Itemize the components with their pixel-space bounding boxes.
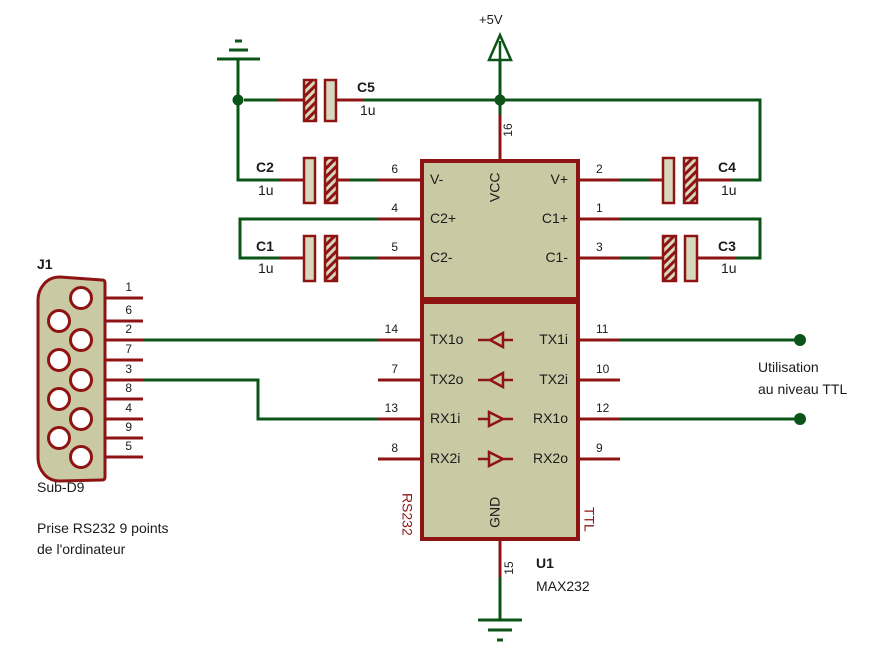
cap-ref-c5: C5	[357, 79, 375, 95]
ic-pin-name: V-	[430, 171, 444, 187]
ic-pin-number-15: 15	[502, 561, 516, 575]
ic-pin-name: V+	[550, 171, 568, 187]
ic-right-pin-stubs[interactable]	[578, 178, 620, 461]
ic-pin-number: 13	[384, 401, 398, 415]
ic-side-label-ttl: TTL	[581, 506, 598, 532]
ic-pin-number: 1	[596, 201, 603, 215]
ttl-terminal-dot[interactable]	[794, 334, 806, 346]
capacitor-c1[interactable]	[302, 234, 339, 283]
j1-pin-number: 1	[125, 280, 132, 294]
pin-stubs[interactable]	[69, 98, 735, 577]
j1-pin-number: 5	[125, 439, 132, 453]
j1-pin-number: 2	[125, 322, 132, 336]
connector-caption-line2: de l'ordinateur	[37, 541, 126, 557]
j1-pin-number: 7	[125, 342, 132, 356]
cap-ref-c4: C4	[718, 159, 736, 175]
cap-value-c1: 1u	[258, 260, 274, 276]
ic-pin-number: 8	[391, 441, 398, 455]
ic-side-label-rs232: RS232	[399, 492, 416, 536]
j1-pin-number: 3	[125, 362, 132, 376]
ic-pin-name: TX1i	[539, 331, 568, 347]
ic-pin-name: C1-	[545, 249, 568, 265]
junction-dot	[494, 94, 506, 106]
wire-j1pin3-to-rx1i[interactable]	[143, 378, 378, 421]
ic-pin-number: 4	[391, 201, 398, 215]
connector-caption-line1: Prise RS232 9 points	[37, 520, 169, 536]
cap-value-c5: 1u	[360, 102, 376, 118]
ic-pin-number: 12	[596, 401, 610, 415]
cap-value-c4: 1u	[721, 182, 737, 198]
terminal-dots[interactable]	[794, 334, 806, 425]
plus5v-label: +5V	[479, 12, 503, 27]
junction-dot	[232, 94, 244, 106]
ic-pin-number: 11	[596, 322, 609, 336]
capacitor-c5[interactable]	[302, 78, 338, 123]
wires[interactable]	[143, 41, 800, 620]
junction-dots	[232, 94, 506, 106]
connector-name: Sub-D9	[37, 479, 85, 495]
cap-ref-c1: C1	[256, 238, 274, 254]
ic-pin-name-gnd: GND	[486, 496, 503, 528]
ic-pin-name: RX2o	[532, 450, 568, 466]
j1-pin-number: 8	[125, 381, 132, 395]
ic-pin-name: C1+	[541, 210, 568, 226]
capacitor-c2[interactable]	[302, 156, 339, 205]
dsub9-connector[interactable]	[36, 275, 107, 483]
tx-buffer-icons	[478, 330, 513, 390]
cap-value-c2: 1u	[258, 182, 274, 198]
ic-pin-number: 9	[596, 441, 603, 455]
ic-pin-number: 10	[596, 362, 610, 376]
ic-pin-number: 6	[391, 162, 398, 176]
ic-pin-name: TX2o	[430, 371, 464, 387]
ic-pin-name-vcc: VCC	[486, 172, 503, 203]
ttl-note-line2: au niveau TTL	[758, 381, 848, 397]
j1-pin-number: 4	[125, 401, 132, 415]
capacitor-c3[interactable]	[661, 234, 699, 283]
ic-pin-name: RX1o	[532, 410, 568, 426]
cap-ref-c2: C2	[256, 159, 274, 175]
ic-pin-name: TX2i	[539, 371, 568, 387]
ic-ref: U1	[536, 555, 554, 571]
j1-pin-number: 9	[125, 420, 132, 434]
wire-pin4-to-c1[interactable]	[238, 217, 378, 260]
power-flag-icon[interactable]	[487, 31, 513, 62]
ic-pin-name: RX2i	[430, 450, 461, 466]
j1-pin-number: 6	[125, 303, 132, 317]
cap-value-c3: 1u	[721, 260, 737, 276]
ic-pin-number: 2	[596, 162, 603, 176]
rx-buffer-icons	[478, 409, 513, 469]
ground-icon-top[interactable]	[217, 39, 260, 61]
ic-part-number: MAX232	[536, 578, 590, 594]
wire-pin1-to-c3[interactable]	[620, 217, 762, 260]
cap-ref-c3: C3	[718, 238, 736, 254]
ic-left-pin-stubs[interactable]	[378, 178, 422, 461]
ground-icon-bottom[interactable]	[478, 618, 522, 642]
ic-pin-number: 3	[596, 240, 603, 254]
wire-c5-to-c4-plus5v-rail[interactable]	[363, 98, 762, 182]
ttl-terminal-dot[interactable]	[794, 413, 806, 425]
ic-pin-name: C2+	[430, 210, 457, 226]
connector-ref: J1	[37, 256, 53, 272]
ic-pin-number: 7	[391, 362, 398, 376]
ic-body[interactable]	[420, 159, 580, 541]
ttl-note-line1: Utilisation	[758, 359, 819, 375]
capacitor-c4[interactable]	[661, 156, 699, 205]
ic-pin-number: 5	[391, 240, 398, 254]
ic-pin-name: C2-	[430, 249, 453, 265]
dsub9-pins[interactable]	[47, 286, 93, 469]
ic-pin-name: RX1i	[430, 410, 461, 426]
ic-pin-name: TX1o	[430, 331, 464, 347]
ic-pin-number: 14	[384, 322, 398, 336]
ic-pin-number-16: 16	[501, 123, 515, 137]
